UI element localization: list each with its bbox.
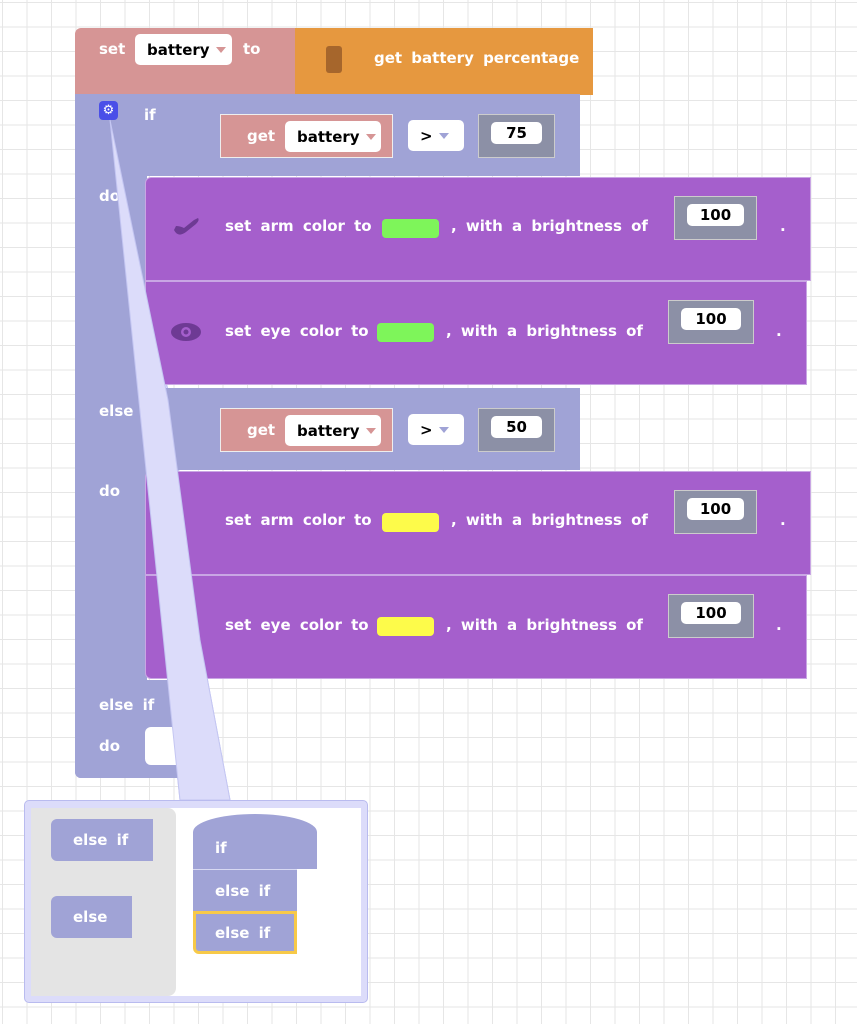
mutator-else-if-block-selected[interactable]: else if (193, 911, 297, 954)
do-label: do (99, 737, 121, 755)
variable-dropdown[interactable]: battery (285, 121, 381, 152)
get-variable-block[interactable]: get battery (220, 114, 393, 158)
period: . (780, 217, 786, 235)
set-variable-block[interactable]: set battery to (75, 28, 297, 95)
set-eye-color-block[interactable]: set eye color to , with a brightness of … (145, 281, 807, 385)
dropdown-caret-icon (215, 46, 226, 53)
dropdown-caret-icon (438, 132, 449, 139)
color-swatch[interactable] (377, 617, 434, 636)
get-label: get (247, 127, 276, 145)
brightness-value[interactable]: 100 (687, 498, 744, 520)
brightness-label: , with a brightness of (451, 511, 648, 529)
number-value[interactable]: 75 (491, 122, 542, 144)
action-label: set eye color to (225, 616, 369, 634)
battery-icon (326, 46, 342, 73)
variable-name: battery (297, 127, 360, 146)
to-label: to (243, 40, 261, 58)
empty-do-slot[interactable] (145, 727, 185, 765)
dropdown-caret-icon (365, 427, 376, 434)
brightness-value[interactable]: 100 (681, 308, 741, 330)
color-swatch[interactable] (377, 323, 434, 342)
get-label: get (247, 421, 276, 439)
operator: > (420, 126, 433, 145)
brightness-label: , with a brightness of (446, 322, 643, 340)
action-label: set arm color to (225, 511, 372, 529)
brightness-number-block[interactable]: 100 (674, 196, 757, 240)
arm-icon (174, 218, 199, 235)
brightness-label: , with a brightness of (451, 217, 648, 235)
period: . (776, 616, 782, 634)
period: . (780, 511, 786, 529)
variable-name: battery (147, 40, 210, 59)
else-if-label: else if (99, 696, 155, 714)
operator-dropdown[interactable]: > (408, 120, 464, 151)
flyout-else-if-block[interactable]: else if (51, 819, 153, 861)
number-block[interactable]: 50 (478, 408, 555, 452)
brightness-value[interactable]: 100 (681, 602, 741, 624)
number-block[interactable]: 75 (478, 114, 555, 158)
mutator-else-if-block[interactable]: else if (193, 869, 297, 911)
dropdown-caret-icon (438, 426, 449, 433)
brightness-value[interactable]: 100 (687, 204, 744, 226)
do-label: do (99, 482, 121, 500)
brightness-label: , with a brightness of (446, 616, 643, 634)
set-arm-color-block[interactable]: set arm color to , with a brightness of … (145, 471, 811, 575)
operator-dropdown[interactable]: > (408, 414, 464, 445)
action-label: set eye color to (225, 322, 369, 340)
flyout-else-block[interactable]: else (51, 896, 132, 938)
brightness-number-block[interactable]: 100 (674, 490, 757, 534)
brightness-number-block[interactable]: 100 (668, 300, 754, 344)
color-swatch[interactable] (382, 513, 439, 532)
mutator-if-block[interactable]: if (193, 814, 317, 869)
set-arm-color-block[interactable]: set arm color to , with a brightness of … (145, 177, 811, 281)
gear-icon[interactable]: ⚙ (99, 101, 118, 120)
number-value[interactable]: 50 (491, 416, 542, 438)
eye-icon (171, 323, 201, 341)
mutator-bubble: else if else if else if else if (24, 800, 368, 1003)
battery-block-label: get battery percentage (374, 49, 580, 67)
variable-dropdown[interactable]: battery (285, 415, 381, 446)
get-battery-percentage-block[interactable]: get battery percentage (295, 28, 593, 95)
do-label: do (99, 187, 121, 205)
set-label: set (99, 40, 126, 58)
action-label: set arm color to (225, 217, 372, 235)
operator: > (420, 420, 433, 439)
color-swatch[interactable] (382, 219, 439, 238)
variable-dropdown[interactable]: battery (135, 34, 232, 65)
dropdown-caret-icon (365, 133, 376, 140)
get-variable-block[interactable]: get battery (220, 408, 393, 452)
variable-name: battery (297, 421, 360, 440)
set-eye-color-block[interactable]: set eye color to , with a brightness of … (145, 575, 807, 679)
period: . (776, 322, 782, 340)
if-label: if (144, 106, 156, 124)
brightness-number-block[interactable]: 100 (668, 594, 754, 638)
else-if-label: else if (99, 402, 155, 420)
